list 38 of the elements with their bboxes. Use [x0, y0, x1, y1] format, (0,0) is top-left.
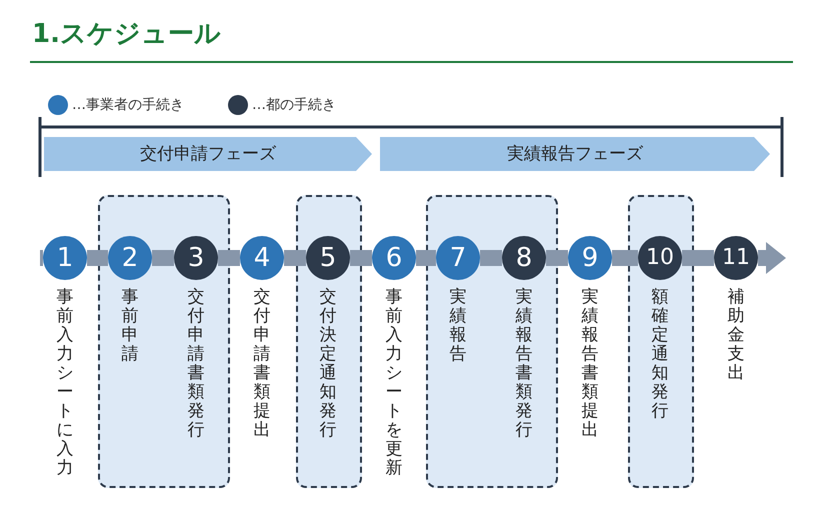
step-label: 補助金支出 [727, 288, 745, 383]
step-label: 交付申請書類提出 [253, 288, 271, 440]
connector-bar [546, 250, 568, 266]
connector-bar [612, 250, 638, 266]
connector-bar [416, 250, 436, 266]
step-circle: 6 [372, 236, 416, 280]
dashed-group-box [628, 195, 694, 488]
step-circle: 11 [714, 236, 758, 280]
step-label: 事前申請 [121, 288, 139, 364]
step-circle: 10 [638, 236, 682, 280]
step-circle: 9 [568, 236, 612, 280]
connector-bar [152, 250, 174, 266]
step-circle: 4 [240, 236, 284, 280]
step-label: 実績報告書類提出 [581, 288, 599, 440]
connector-bar [284, 250, 306, 266]
step-label: 事前入力シートに入力 [56, 288, 74, 478]
step-circle: 7 [436, 236, 480, 280]
step-label: 交付申請書類発行 [187, 288, 205, 440]
connector-bar [87, 250, 108, 266]
step-label: 額確定通知発行 [651, 288, 669, 421]
connector-bar [218, 250, 240, 266]
title: 1.スケジュール [32, 18, 221, 51]
legend-label: …都の手続き [252, 96, 336, 114]
connector-bar [350, 250, 372, 266]
dashed-group-box [426, 195, 558, 488]
step-label: 実績報告書類発行 [515, 288, 533, 440]
legend-label: …事業者の手続き [72, 96, 184, 114]
step-label: 事前入力シートを更新 [385, 288, 403, 478]
dashed-group-box [296, 195, 362, 488]
step-circle: 3 [174, 236, 218, 280]
step-circle: 5 [306, 236, 350, 280]
step-label: 交付決定通知発行 [319, 288, 337, 440]
connector-bar [480, 250, 502, 266]
step-circle: 2 [108, 236, 152, 280]
step-label: 実績報告 [449, 288, 467, 364]
dashed-group-box [98, 195, 230, 488]
step-circle: 1 [43, 236, 87, 280]
step-circle: 8 [502, 236, 546, 280]
